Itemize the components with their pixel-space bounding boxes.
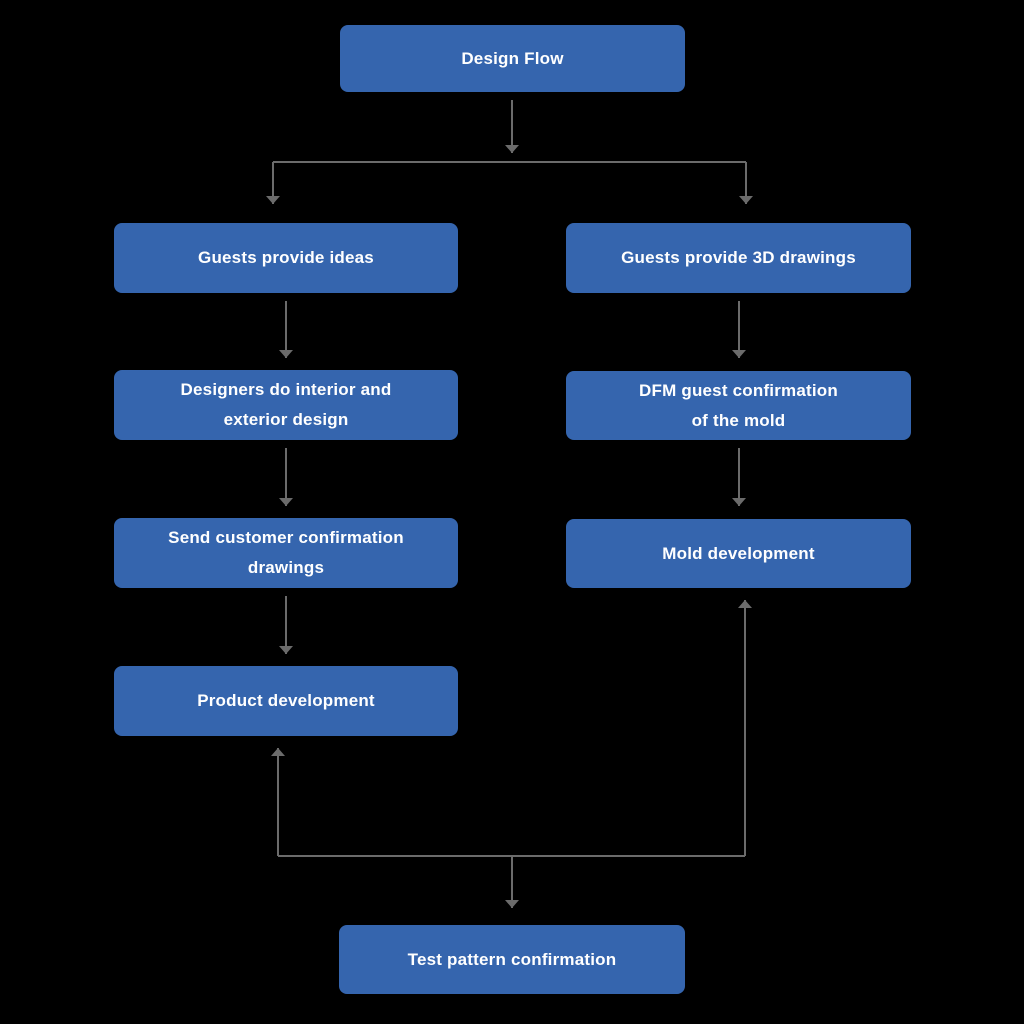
- node-guests-provide-3d-drawings: Guests provide 3D drawings: [566, 223, 911, 293]
- node-guests-provide-ideas-label: Guests provide ideas: [198, 248, 374, 267]
- node-test-pattern-confirmation: Test pattern confirmation: [339, 925, 685, 994]
- node-product-development: Product development: [114, 666, 458, 736]
- node-guests-provide-ideas: Guests provide ideas: [114, 223, 458, 293]
- node-send-customer-confirmation-drawings-label: Send customer confirmation drawings: [168, 528, 404, 577]
- node-dfm-guest-confirmation: DFM guest confirmation of the mold: [566, 371, 911, 440]
- node-product-development-label: Product development: [197, 691, 375, 710]
- node-mold-development: Mold development: [566, 519, 911, 588]
- node-test-pattern-confirmation-label: Test pattern confirmation: [407, 949, 617, 969]
- node-mold-development-label: Mold development: [662, 543, 815, 563]
- node-designers-interior-exterior: Designers do interior and exterior desig…: [114, 370, 458, 440]
- node-send-customer-confirmation-drawings: Send customer confirmation drawings: [114, 518, 458, 588]
- node-designers-interior-exterior-label: Designers do interior and exterior desig…: [180, 380, 392, 429]
- node-guests-provide-3d-drawings-label: Guests provide 3D drawings: [621, 248, 856, 267]
- node-design-flow: Design Flow: [340, 25, 685, 92]
- node-dfm-guest-confirmation-label: DFM guest confirmation of the mold: [639, 380, 838, 430]
- node-design-flow-label: Design Flow: [461, 48, 564, 68]
